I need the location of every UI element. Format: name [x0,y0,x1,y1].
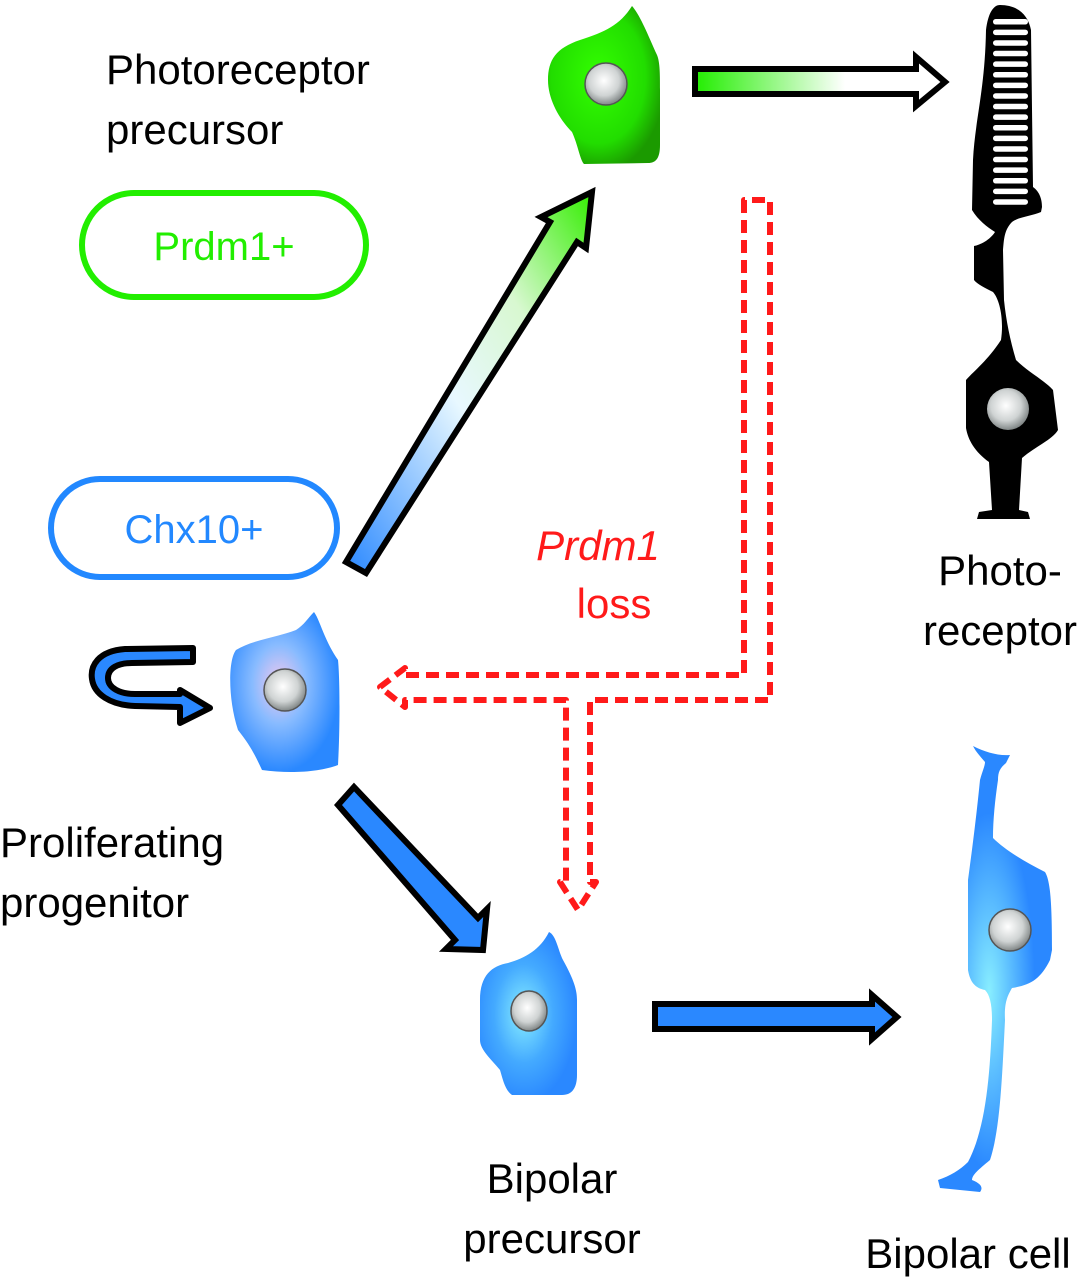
rod-disc [993,135,1028,142]
nucleus-icon [510,990,548,1032]
rod-disc [993,199,1028,205]
rod-disc [993,50,1028,57]
chx10-badge-text: Chx10+ [125,508,264,552]
nucleus-icon [584,62,628,106]
rod-disc [993,29,1028,36]
rod-disc [993,93,1028,99]
outer-segment-discs [993,19,1028,205]
prdm1-loss-dashed-arrow [377,197,773,913]
prdm1-marker-badge: Prdm1+ [79,190,369,300]
prdm1-loss-label-word: loss [577,580,652,627]
photoreceptor-label-line1: Photo- [938,547,1062,594]
bipolar-cell [938,746,1052,1192]
prdm1-badge-outline [79,190,369,300]
bipolar-precursor-label-line2: precursor [463,1215,640,1262]
rod-disc [993,72,1028,78]
rod-disc [993,125,1028,131]
nucleus-icon [987,388,1029,430]
rod-disc [993,167,1028,173]
bipolar-precursor-label-line1: Bipolar [487,1155,618,1202]
photoreceptor-precursor-label-line2: precursor [106,106,283,153]
bipolar-cell-label: Bipolar cell [865,1230,1070,1277]
chx10-badge-outline [48,476,340,580]
prdm1-badge-text: Prdm1+ [153,225,294,269]
rod-disc [993,146,1028,152]
arrow-bipolar-precursor-to-bipolar-cell [652,988,902,1046]
proliferating-progenitor-cell [230,612,340,773]
photoreceptor-cell [966,5,1058,519]
photoreceptor-precursor-label-line1: Photoreceptor [106,46,370,93]
rod-disc [993,103,1028,110]
bipolar-cell-body [938,746,1052,1192]
nucleus-icon [988,908,1032,952]
arrow-precursor-to-photoreceptor [692,50,950,113]
rod-disc [993,114,1028,120]
rod-disc [993,19,1028,25]
rod-disc [993,40,1028,46]
photoreceptor-body [966,5,1058,519]
rod-disc [993,61,1028,67]
bipolar-precursor-cell [480,932,577,1095]
photoreceptor-precursor-cell [548,6,660,164]
rod-disc [993,188,1028,195]
rod-disc [993,156,1028,163]
prdm1-loss-label-gene: Prdm1 [536,522,660,569]
photoreceptor-label-line2: receptor [923,607,1077,654]
rod-disc [993,178,1028,184]
self-renewal-arrow-icon [88,645,213,726]
arrow-progenitor-to-photoreceptor-precursor [341,186,596,577]
proliferating-progenitor-label-line1: Proliferating [0,819,224,866]
nucleus-icon [263,668,307,712]
proliferating-progenitor-label-line2: progenitor [0,879,189,926]
chx10-marker-badge: Chx10+ [48,476,340,580]
arrow-progenitor-to-bipolar-precursor [334,782,491,954]
rod-disc [993,82,1028,89]
